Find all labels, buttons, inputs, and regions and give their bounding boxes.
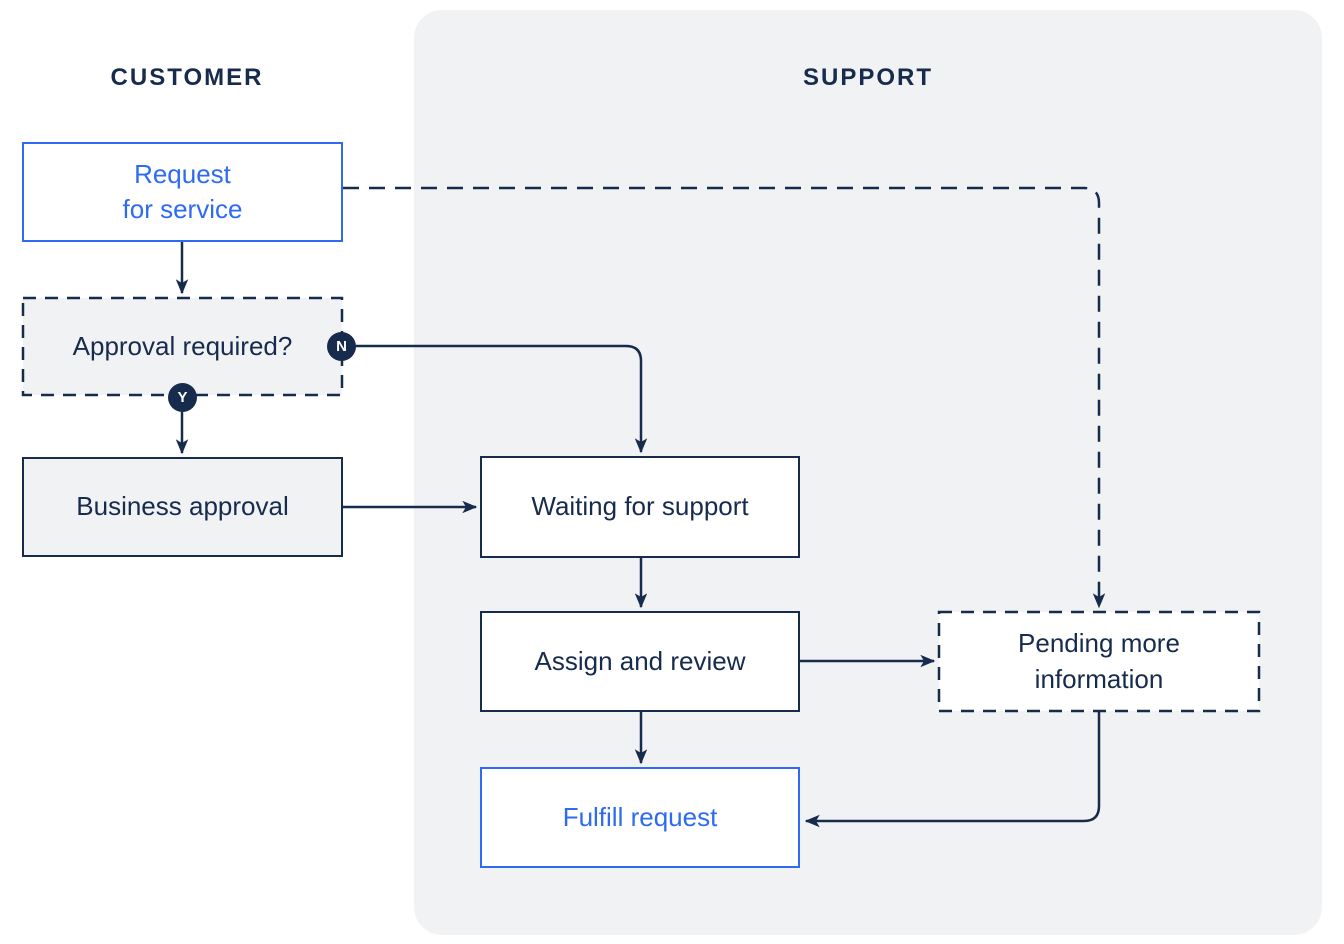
node-assign-and-review-label: Assign and review [534,645,746,676]
node-pending-more-information-label: Pending more information [1018,628,1180,694]
approval-required-dashed-border [21,296,344,397]
node-business-approval-label: Business approval [76,491,289,522]
node-approval-required: Approval required? [22,297,343,396]
connector-approval-no-to-waiting [355,344,648,454]
node-fulfill-request-label: Fulfill request [562,801,718,832]
badge-yes: Y [168,383,197,412]
connector-pending-to-fulfill [804,712,1101,828]
support-lane-header: SUPPORT [802,64,934,91]
node-request-for-service: Request for service [22,142,343,242]
node-assign-and-review: Assign and review [480,611,800,712]
node-business-approval: Business approval [22,457,343,557]
node-pending-more-information: Pending more information [938,611,1260,712]
customer-lane-header: CUSTOMER [110,64,264,91]
node-waiting-for-support-label: Waiting for support [531,491,749,522]
node-waiting-for-support: Waiting for support [480,456,800,558]
node-request-for-service-label: Request for service [122,158,243,224]
connector-request-to-pending-dashed [343,186,1106,609]
badge-no: N [327,332,356,361]
node-fulfill-request: Fulfill request [480,767,800,868]
node-approval-required-label: Approval required? [72,330,293,361]
pending-more-info-dashed-border [937,610,1261,713]
